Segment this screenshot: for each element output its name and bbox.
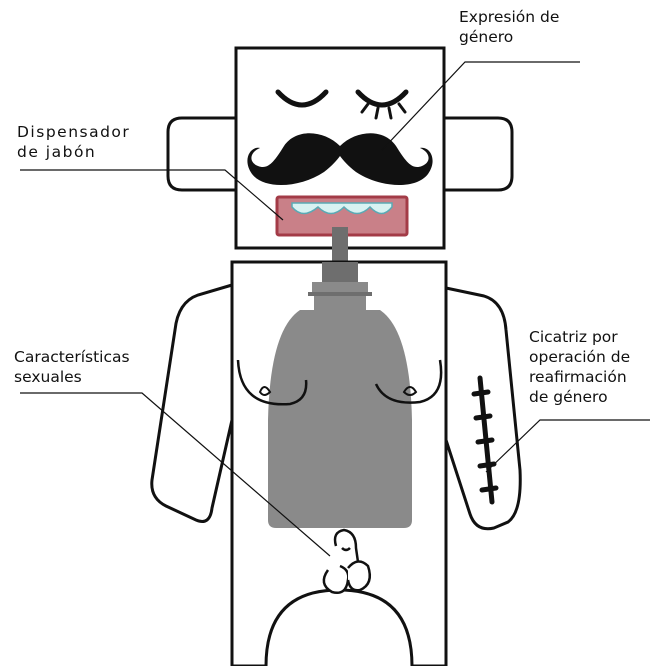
left-ear xyxy=(168,118,236,190)
head xyxy=(168,48,512,248)
neck xyxy=(332,227,348,265)
bottle-neck xyxy=(322,262,358,282)
label-sexual-characteristics: Características sexuales xyxy=(14,348,135,386)
label-scar: Cicatriz por operación de reafirmación d… xyxy=(529,328,635,406)
bottle-collar xyxy=(314,296,366,310)
label-gender-expression: Expresión de género xyxy=(459,8,564,46)
right-ear xyxy=(444,118,512,190)
bottle-body xyxy=(268,310,412,528)
left-arm xyxy=(152,285,232,522)
label-soap-dispenser: Dispensador de jabón xyxy=(17,123,137,161)
bottle-cap-ring xyxy=(312,282,368,292)
